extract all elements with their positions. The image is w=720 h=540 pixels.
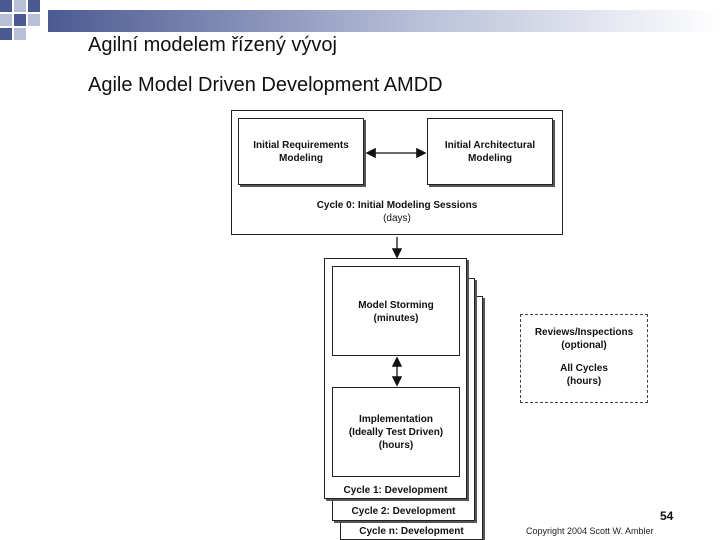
model-storming-box — [332, 266, 460, 356]
initial-architectural-box — [427, 118, 553, 185]
page-number: 54 — [660, 509, 674, 523]
cycle-n-label: Cycle n: Development — [359, 526, 464, 537]
copyright-notice: Copyright 2004 Scott W. Ambler — [526, 526, 654, 536]
cycle-1-label: Cycle 1: Development — [343, 485, 448, 496]
implementation-box — [332, 387, 460, 477]
cycle-2-label: Cycle 2: Development — [351, 506, 456, 517]
slide-title-english: Agile Model Driven Development AMDD — [88, 74, 443, 96]
header-decoration — [0, 0, 720, 40]
initial-requirements-box — [238, 118, 364, 185]
cycle0-sessions-label: Cycle 0: Initial Modeling Sessions(days) — [316, 200, 478, 224]
model-storming-label: Model Storming(minutes) — [358, 300, 434, 324]
implementation-label: Implementation(Ideally Test Driven)(hour… — [348, 414, 444, 451]
reviews-inspections-box — [520, 314, 648, 403]
slide-title-czech: Agilní modelem řízený vývoj — [88, 34, 337, 56]
reviews-inspections-label: Reviews/Inspections(optional) All Cycles… — [534, 327, 634, 387]
